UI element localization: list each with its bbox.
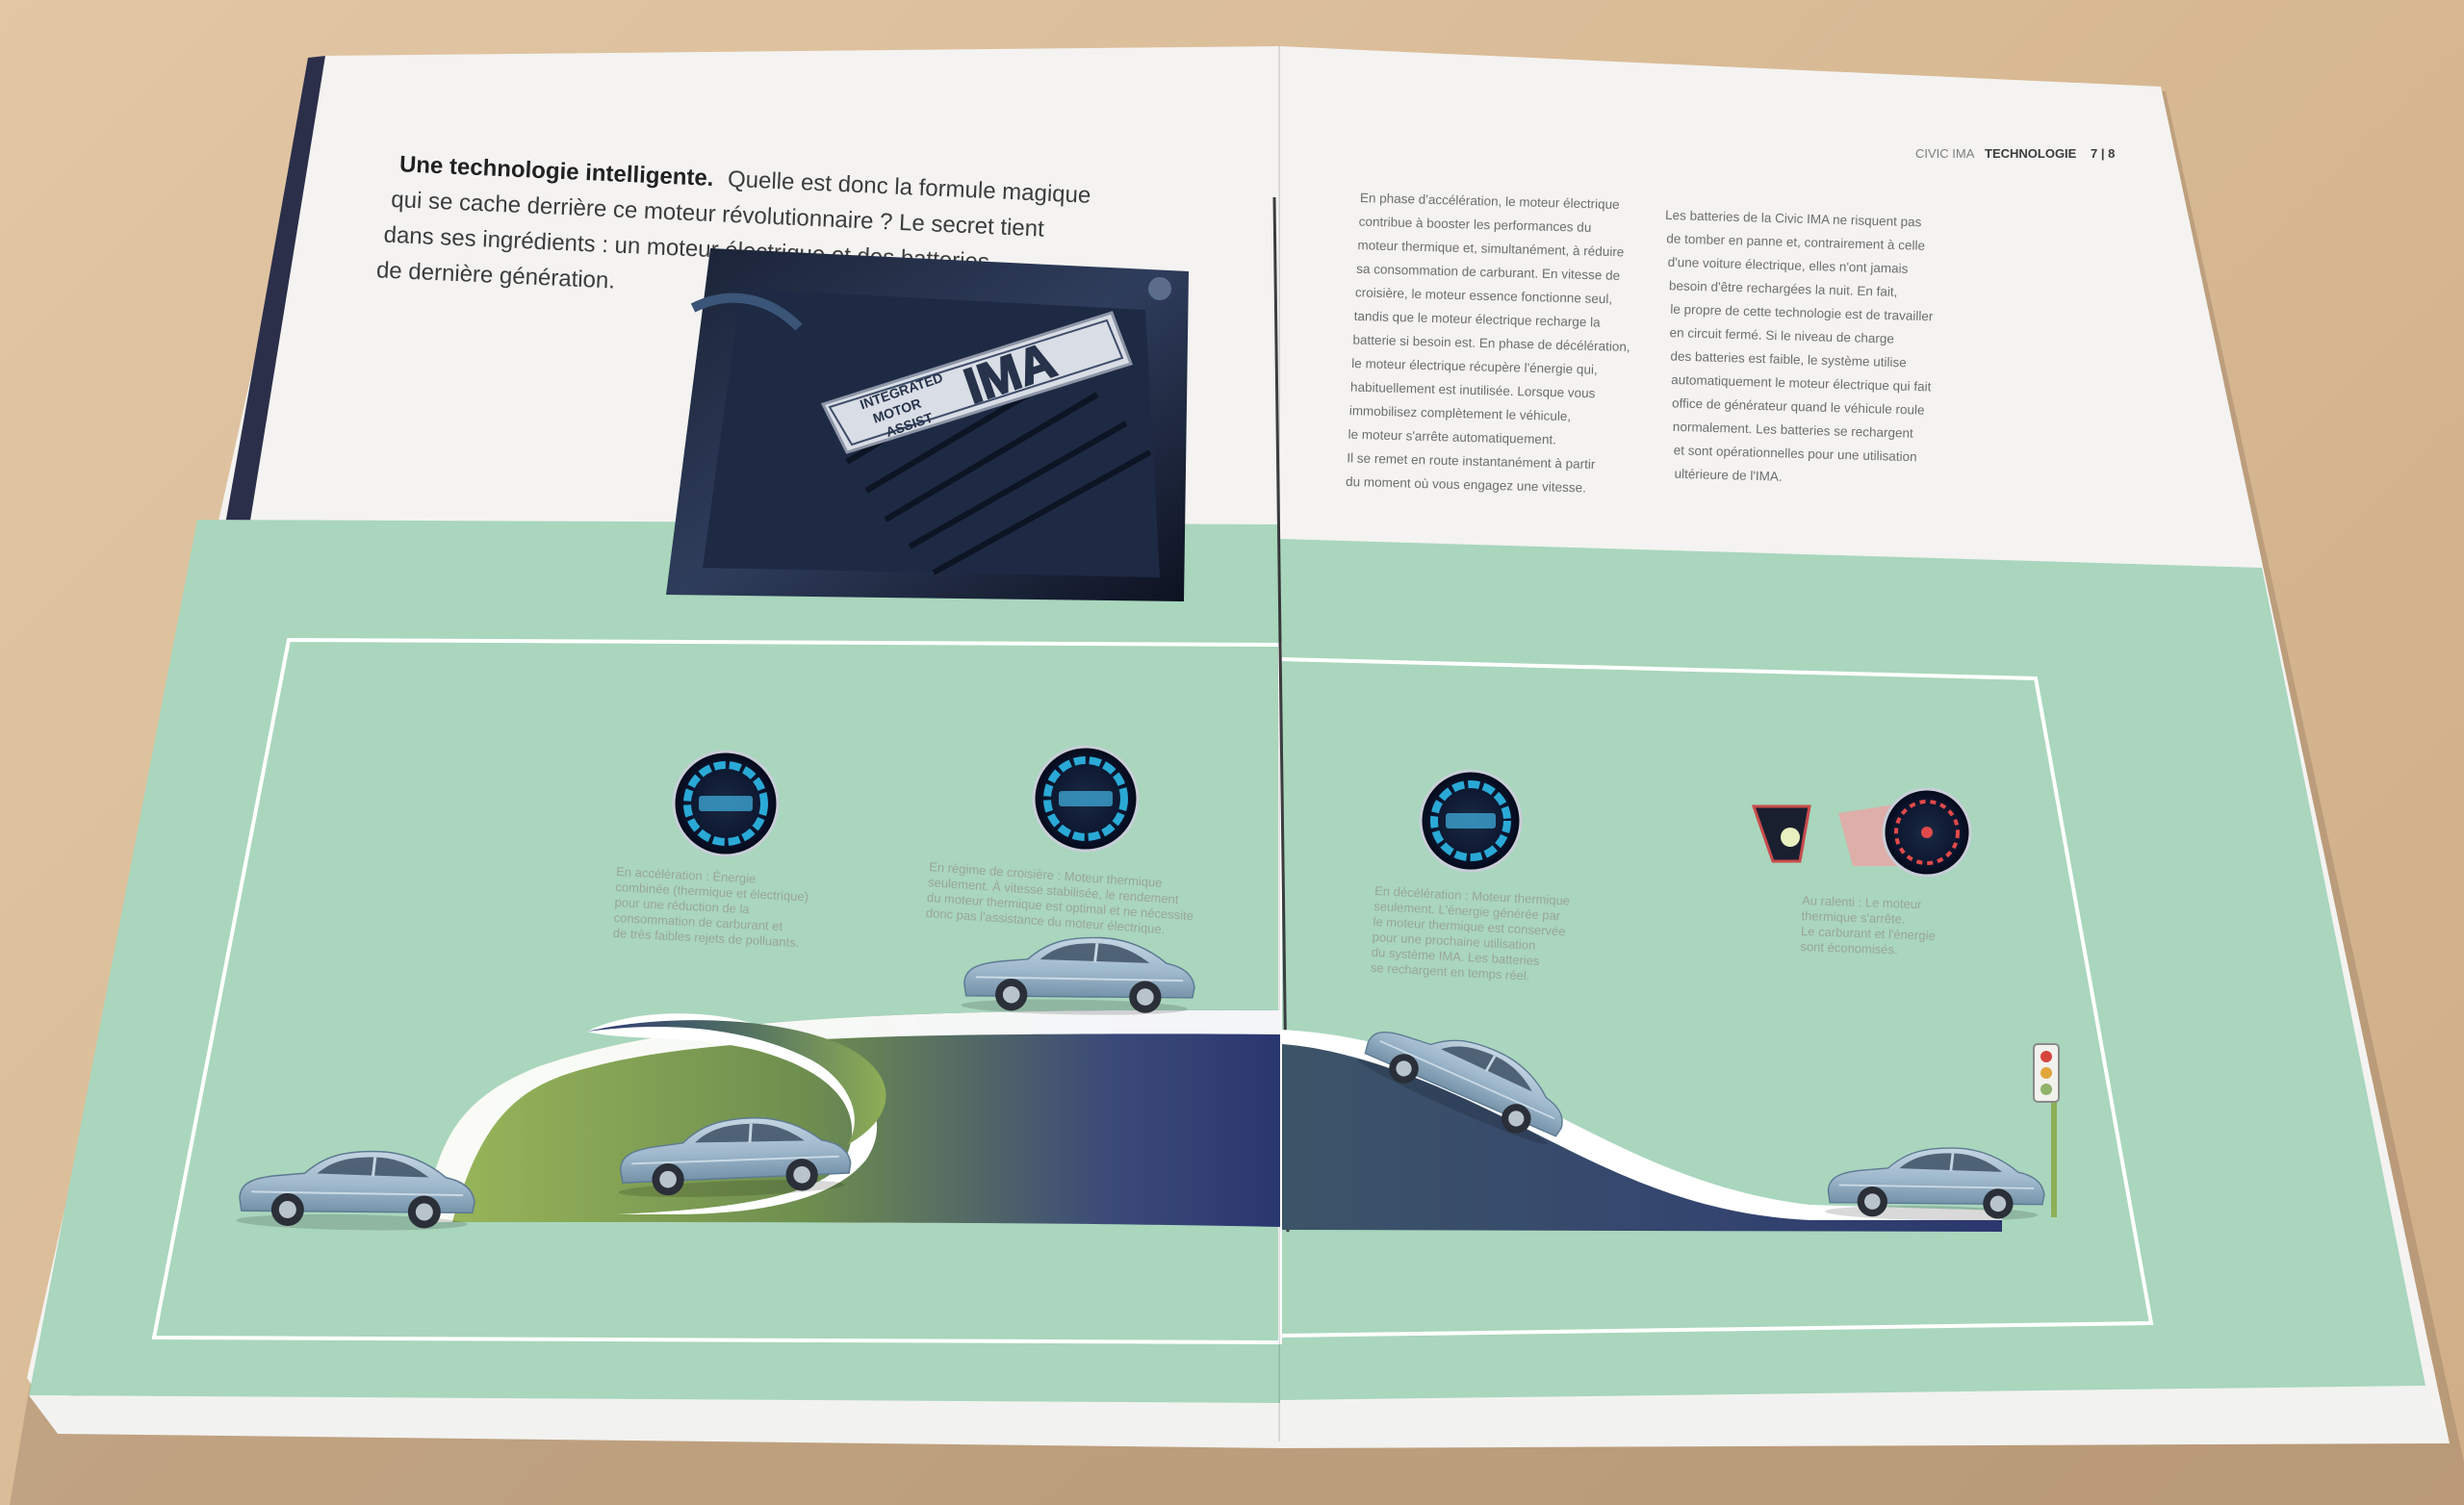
body-column-1-line: le moteur s'arrête automatiquement. bbox=[1348, 427, 1556, 447]
body-column-1-line: du moment où vous engagez une vitesse. bbox=[1346, 474, 1586, 496]
body-column-2-line: de tomber en panne et, contrairement à c… bbox=[1666, 231, 1925, 252]
body-column-1-line: moteur thermique et, simultanément, à ré… bbox=[1357, 238, 1624, 259]
body-column-1-line: le moteur électrique récupère l'énergie … bbox=[1351, 356, 1598, 377]
body-column-2-line: office de générateur quand le véhicule r… bbox=[1672, 395, 1925, 417]
body-column-1-line: tandis que le moteur électrique recharge… bbox=[1354, 309, 1602, 330]
phase-caption-line: Au ralenti : Le moteur bbox=[1802, 893, 1922, 911]
phase-caption-line: thermique s'arrête. bbox=[1801, 908, 1905, 927]
header-section: TECHNOLOGIE bbox=[1985, 146, 2077, 161]
body-column-2-line: et sont opérationnelles pour une utilisa… bbox=[1674, 443, 1917, 464]
body-column-2-line: ultérieure de l'IMA. bbox=[1674, 467, 1783, 484]
body-column-1-line: immobilisez complètement le véhicule, bbox=[1349, 403, 1572, 423]
body-column-2-line: Les batteries de la Civic IMA ne risquen… bbox=[1665, 208, 1922, 229]
gauge-idle-icon bbox=[1751, 787, 1972, 878]
car-deceleration bbox=[1357, 1032, 1563, 1145]
spine-shadow bbox=[1251, 46, 1280, 1441]
body-column-1-line: sa consommation de carburant. En vitesse… bbox=[1356, 262, 1620, 283]
car-start bbox=[236, 1150, 475, 1231]
body-column-1-line: contribue à booster les performances du bbox=[1359, 215, 1592, 235]
car-s-curve bbox=[618, 1117, 852, 1197]
body-column-2-line: besoin d'être rechargées la nuit. En fai… bbox=[1669, 278, 1898, 299]
header-series: CIVIC IMA bbox=[1915, 146, 1975, 161]
phase-caption-3: En décélération : Moteur thermiqueseulem… bbox=[1371, 883, 1571, 983]
gauge-cruise-icon bbox=[1032, 745, 1140, 853]
body-column-2-line: d'une voiture électrique, elles n'ont ja… bbox=[1667, 255, 1908, 276]
body-column-2-line: normalement. Les batteries se rechargent bbox=[1673, 420, 1913, 441]
car-cruise bbox=[961, 936, 1195, 1015]
phase-caption-line: pour une réduction de la bbox=[614, 895, 751, 916]
phase-caption-line: Le carburant et l'énergie bbox=[1801, 924, 1936, 943]
gauge-deceleration-icon bbox=[1419, 769, 1523, 873]
bottom-white-strip bbox=[29, 1386, 2450, 1448]
body-column-2-line: des batteries est faible, le système uti… bbox=[1670, 349, 1907, 370]
body-column-1-line: croisière, le moteur essence fonctionne … bbox=[1355, 285, 1612, 306]
phase-caption-2: En régime de croisière : Moteur thermiqu… bbox=[925, 859, 1194, 936]
body-column-1: En phase d'accélération, le moteur élect… bbox=[1346, 191, 1630, 496]
traffic-light-icon bbox=[2033, 1043, 2060, 1217]
header-page-numbers: 7 | 8 bbox=[2091, 146, 2115, 161]
body-column-1-line: Il se remet en route instantanément à pa… bbox=[1347, 450, 1596, 472]
engine-photo: INTEGRATED MOTOR ASSIST IMA bbox=[666, 248, 1189, 601]
gauge-acceleration-icon bbox=[672, 750, 780, 857]
phase-caption-line: sont économisés. bbox=[1800, 939, 1898, 957]
body-column-1-line: habituellement est inutilisée. Lorsque v… bbox=[1350, 380, 1596, 401]
body-column-1-line: En phase d'accélération, le moteur élect… bbox=[1360, 191, 1620, 212]
body-column-2: Les batteries de la Civic IMA ne risquen… bbox=[1665, 208, 1934, 484]
car-idle bbox=[1825, 1147, 2045, 1221]
body-column-2-line: en circuit fermé. Si le niveau de charge bbox=[1669, 325, 1894, 346]
